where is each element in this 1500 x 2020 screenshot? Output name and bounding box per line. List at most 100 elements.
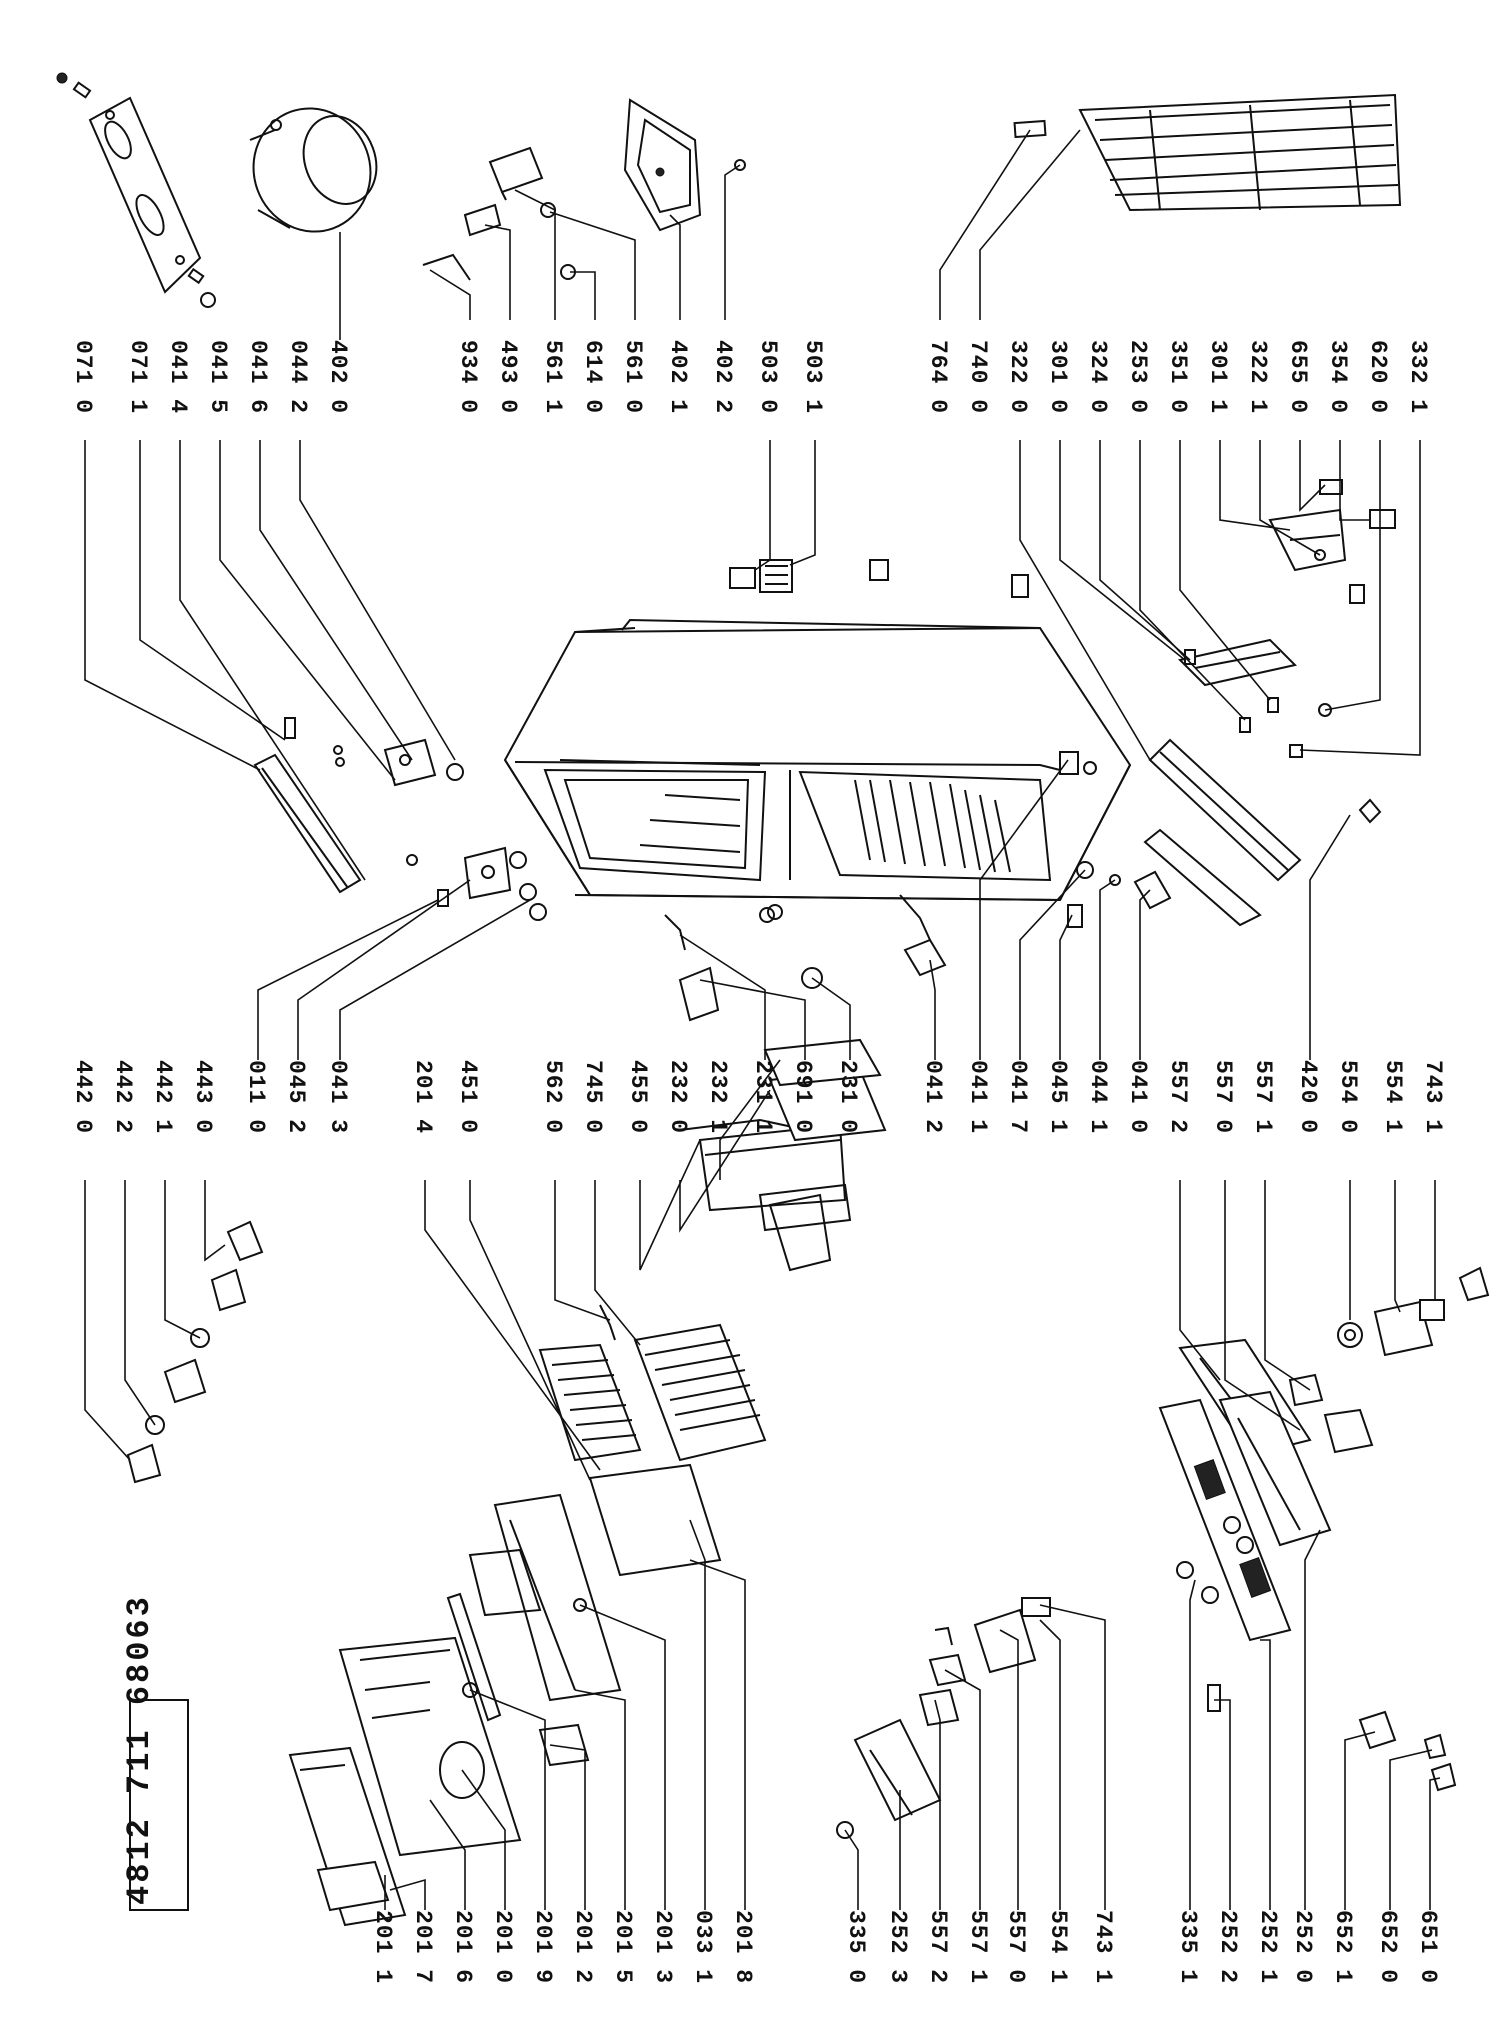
evaporator-fins	[855, 780, 1010, 872]
part-label: 324 0	[1085, 340, 1111, 414]
leader-lines	[85, 130, 1440, 1910]
part-label: 322 1	[1245, 340, 1271, 414]
lower-right-parts	[837, 1598, 1455, 1838]
part-label: 332 1	[1405, 340, 1431, 414]
part-label: 041 4	[165, 340, 191, 414]
left-mid-parts	[255, 718, 546, 920]
part-label: 252 0	[1290, 1910, 1316, 1984]
part-label: 322 0	[1005, 340, 1031, 414]
part-label: 503 0	[755, 340, 781, 414]
part-label: 651 0	[1415, 1910, 1441, 1984]
part-label: 041 5	[205, 340, 231, 414]
right-mid-parts	[900, 862, 1488, 1640]
part-label: 301 1	[1205, 340, 1231, 414]
part-label: 252 2	[1215, 1910, 1241, 1984]
part-label: 557 2	[925, 1910, 951, 1984]
part-label: 561 1	[540, 340, 566, 414]
top-left-parts	[57, 73, 388, 307]
part-label: 614 0	[580, 340, 606, 414]
part-label: 934 0	[455, 340, 481, 414]
part-label: 451 0	[455, 1060, 481, 1134]
part-label: 041 7	[1005, 1060, 1031, 1134]
part-label: 232 1	[705, 1060, 731, 1134]
part-label: 071 0	[70, 340, 96, 414]
part-label: 201 0	[490, 1910, 516, 1984]
part-label: 033 1	[690, 1910, 716, 1984]
top-right-small-parts	[1012, 480, 1395, 925]
part-label: 041 3	[325, 1060, 351, 1134]
part-label: 764 0	[925, 340, 951, 414]
refrigerator-cabinet	[505, 620, 1130, 919]
top-center-parts	[423, 100, 888, 592]
part-label: 044 2	[285, 340, 311, 414]
part-label: 652 0	[1375, 1910, 1401, 1984]
document-number: 4812 711 68063	[121, 1594, 158, 1905]
part-label: 402 1	[665, 340, 691, 414]
part-label: 201 8	[730, 1910, 756, 1984]
part-label: 420 0	[1295, 1060, 1321, 1134]
part-label: 655 0	[1285, 340, 1311, 414]
part-label: 201 3	[650, 1910, 676, 1984]
part-label: 691 0	[790, 1060, 816, 1134]
part-label: 201 6	[450, 1910, 476, 1984]
part-label: 011 0	[243, 1060, 269, 1134]
part-label: 557 2	[1165, 1060, 1191, 1134]
part-label: 557 0	[1003, 1910, 1029, 1984]
part-label: 252 1	[1255, 1910, 1281, 1984]
part-label: 493 0	[495, 340, 521, 414]
part-label: 201 4	[410, 1060, 436, 1134]
part-label: 201 1	[370, 1910, 396, 1984]
center-mid-parts	[540, 908, 885, 1575]
heat-exchanger	[540, 1325, 765, 1460]
part-label: 335 0	[843, 1910, 869, 1984]
part-label: 557 1	[965, 1910, 991, 1984]
part-label: 354 0	[1325, 340, 1351, 414]
part-label: 745 0	[580, 1060, 606, 1134]
part-label: 045 1	[1045, 1060, 1071, 1134]
part-label: 620 0	[1365, 340, 1391, 414]
part-label: 041 6	[245, 340, 271, 414]
part-label: 554 1	[1380, 1060, 1406, 1134]
part-label: 335 1	[1175, 1910, 1201, 1984]
part-label: 743 1	[1420, 1060, 1446, 1134]
part-label: 041 2	[920, 1060, 946, 1134]
door-panels	[290, 1495, 620, 1925]
part-label: 442 1	[150, 1060, 176, 1134]
part-label: 351 0	[1165, 340, 1191, 414]
lower-left-parts	[128, 1222, 262, 1482]
part-label: 554 1	[1045, 1910, 1071, 1984]
part-label: 503 1	[800, 340, 826, 414]
part-label: 231 0	[835, 1060, 861, 1134]
part-label: 045 2	[283, 1060, 309, 1134]
part-label: 743 1	[1090, 1910, 1116, 1984]
part-label: 443 0	[190, 1060, 216, 1134]
part-label: 402 2	[710, 340, 736, 414]
part-label: 557 1	[1250, 1060, 1276, 1134]
part-label: 562 0	[540, 1060, 566, 1134]
part-label: 041 0	[1125, 1060, 1151, 1134]
part-label: 442 0	[70, 1060, 96, 1134]
part-label: 557 0	[1210, 1060, 1236, 1134]
part-label: 252 3	[885, 1910, 911, 1984]
diagram-drawing	[57, 73, 1488, 1925]
condenser-coil	[1015, 95, 1400, 210]
part-label: 201 2	[570, 1910, 596, 1984]
part-label: 201 5	[610, 1910, 636, 1984]
part-label: 201 9	[530, 1910, 556, 1984]
document-number-box: 4812 711 68063	[121, 1594, 188, 1910]
part-label: 044 1	[1085, 1060, 1111, 1134]
part-label: 231 1	[750, 1060, 776, 1134]
part-label: 402 0	[325, 340, 351, 414]
part-label: 253 0	[1125, 340, 1151, 414]
part-label: 232 0	[665, 1060, 691, 1134]
part-label: 442 2	[110, 1060, 136, 1134]
part-label: 041 1	[965, 1060, 991, 1134]
part-label: 554 0	[1335, 1060, 1361, 1134]
part-label: 201 7	[410, 1910, 436, 1984]
part-label: 561 0	[620, 340, 646, 414]
part-label: 740 0	[965, 340, 991, 414]
part-label: 301 0	[1045, 340, 1071, 414]
part-label: 455 0	[625, 1060, 651, 1134]
